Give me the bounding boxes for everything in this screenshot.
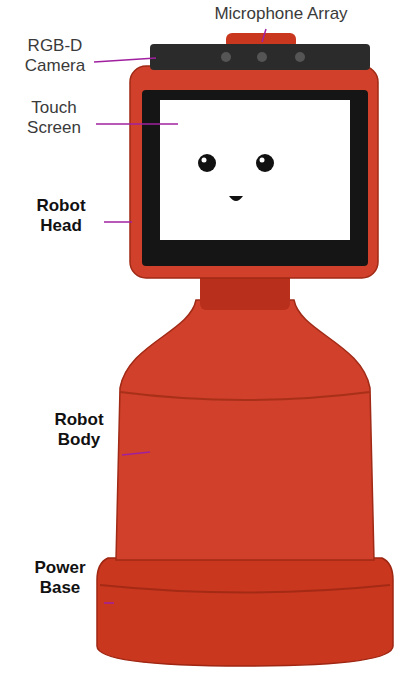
screen-bezel [142,90,368,266]
base-seam [100,585,390,593]
camera-lens [257,52,267,62]
part-label: Robot Body [38,410,120,450]
face-eye [198,154,216,172]
part-label: Microphone Array [186,4,376,24]
part-label: RGB-D Camera [18,36,92,76]
face-mouth [229,196,243,201]
leader-line [104,221,132,223]
body-seam [120,392,370,400]
part-label: Power Base [18,558,102,598]
leader-line [94,58,156,62]
camera-lens [221,52,231,62]
power-base [97,558,393,666]
camera-lens [295,52,305,62]
robot-head [130,66,378,278]
robot-body [116,300,374,560]
part-label: Touch Screen [14,98,94,138]
part-label: Robot Head [20,196,102,236]
leader-line [262,29,266,42]
leader-line [122,452,150,455]
eye-glint [260,158,265,163]
leader-line [104,602,114,604]
eye-glint [202,158,207,163]
face-eye [256,154,274,172]
leader-line [96,123,178,125]
touch-screen [160,100,350,240]
rgbd-camera [150,44,370,70]
